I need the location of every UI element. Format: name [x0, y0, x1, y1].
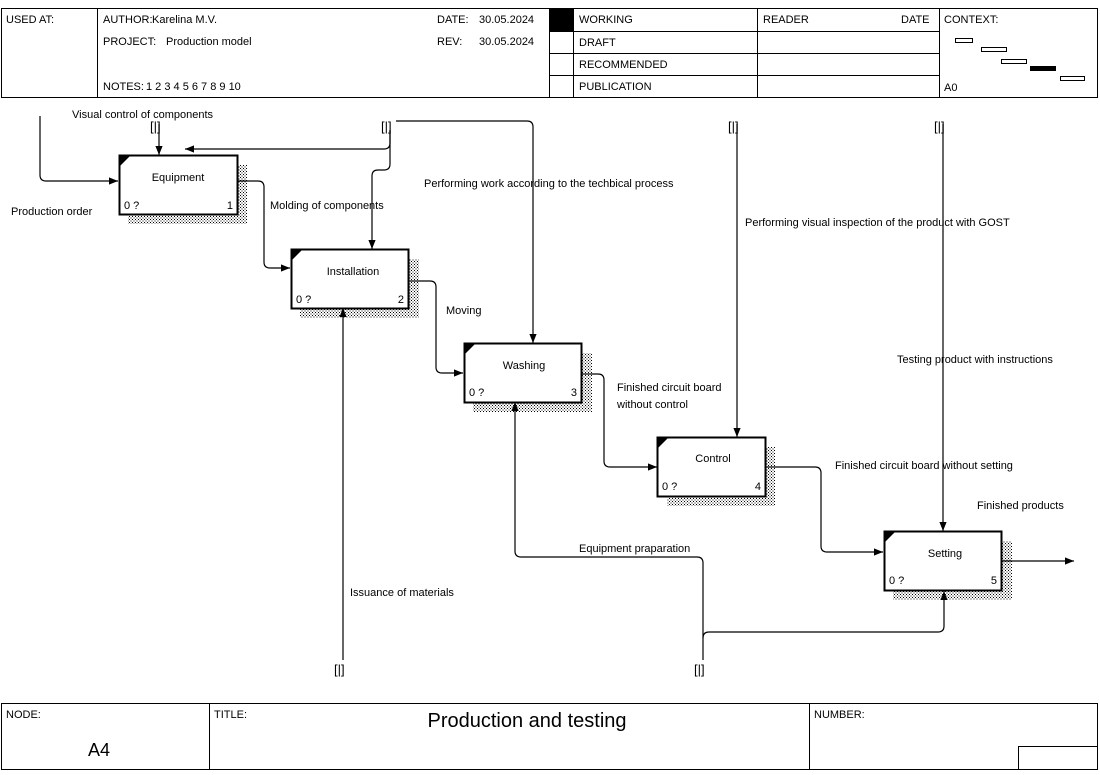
- activity-box-5[interactable]: Setting 0 ? 5: [883, 530, 1003, 592]
- arrow-equipment-preparation: [511, 402, 704, 660]
- tunnel-issuance: [|]: [334, 662, 345, 677]
- notes-label: NOTES:: [103, 81, 144, 93]
- box-4-name: Control: [695, 453, 730, 465]
- label-finished-no-control-line2: without control: [616, 399, 688, 411]
- status-publication: PUBLICATION: [579, 81, 652, 93]
- rev-label: REV:: [437, 36, 462, 48]
- box-2-number: 2: [398, 294, 404, 306]
- box-1-cost: 0 ?: [124, 200, 139, 212]
- reader-label: READER: [763, 14, 809, 26]
- label-equipment-preparation: Equipment praparation: [579, 543, 690, 555]
- activity-box-1[interactable]: Equipment 0 ? 1: [118, 154, 239, 216]
- box-4-cost: 0 ?: [662, 481, 677, 493]
- label-testing-instructions: Testing product with instructions: [897, 354, 1053, 366]
- tunnel-markers: [|] [|] [|] [|] [|] [|]: [150, 119, 945, 677]
- date-label: DATE:: [437, 14, 469, 26]
- box-5-name: Setting: [928, 548, 962, 560]
- box-2-name: Installation: [327, 266, 380, 278]
- box-2-cost: 0 ?: [296, 294, 311, 306]
- activity-box-4[interactable]: Control 0 ? 4: [656, 436, 767, 498]
- author-value: Karelina M.V.: [152, 14, 217, 26]
- box-1-number: 1: [227, 200, 233, 212]
- box-5-number: 5: [991, 575, 997, 587]
- project-label: PROJECT:: [103, 36, 156, 48]
- node-label: NODE:: [6, 709, 41, 721]
- box-3-number: 3: [571, 387, 577, 399]
- box-5-cost: 0 ?: [889, 575, 904, 587]
- label-visual-control: Visual control of components: [72, 109, 214, 121]
- tunnel-visual-control: [|]: [150, 119, 161, 134]
- header-frame: [1, 8, 1098, 98]
- activity-box-2[interactable]: Installation 0 ? 2: [290, 248, 410, 310]
- box-4-number: 4: [755, 481, 761, 493]
- box-3-cost: 0 ?: [469, 387, 484, 399]
- arrow-performing-work: [396, 120, 537, 343]
- status-draft: DRAFT: [579, 37, 616, 49]
- label-finished-no-control-line1: Finished circuit board: [617, 382, 722, 394]
- label-visual-inspection: Performing visual inspection of the prod…: [745, 217, 1010, 229]
- label-production-order: Production order: [11, 206, 93, 218]
- tunnel-visual-inspection: [|]: [728, 119, 739, 134]
- tunnel-testing: [|]: [934, 119, 945, 134]
- tunnel-control-1: [|]: [381, 119, 392, 134]
- status-working: WORKING: [579, 14, 633, 26]
- arrow-molding: [237, 180, 290, 272]
- label-issuance-materials: Issuance of materials: [350, 587, 454, 599]
- context-label: CONTEXT:: [944, 14, 998, 26]
- arrow-moving: [408, 280, 463, 377]
- arrow-finished-no-control: [581, 373, 657, 471]
- date-value: 30.05.2024: [479, 14, 534, 26]
- rev-value: 30.05.2024: [479, 36, 534, 48]
- context-node: A0: [944, 82, 957, 94]
- node-value: A4: [88, 740, 110, 760]
- label-finished-products: Finished products: [977, 500, 1064, 512]
- box-3-name: Washing: [503, 360, 545, 372]
- status-recommended: RECOMMENDED: [579, 59, 668, 71]
- arrow-equipment-preparation-branch: [702, 591, 948, 639]
- working-status-marker: [550, 9, 573, 31]
- arrow-finished-no-setting: [765, 466, 883, 556]
- used-at-label: USED AT:: [6, 14, 54, 26]
- notes-numbers: 1 2 3 4 5 6 7 8 9 10: [146, 81, 241, 93]
- label-moving: Moving: [446, 305, 481, 317]
- context-mini-map: [955, 38, 1085, 81]
- author-label: AUTHOR:: [103, 14, 153, 26]
- label-finished-no-setting: Finished circuit board without setting: [835, 460, 1013, 472]
- number-label: NUMBER:: [814, 709, 865, 721]
- label-performing-work: Performing work according to the techbic…: [424, 178, 674, 190]
- arrow-labels: Visual control of components Production …: [11, 109, 1064, 599]
- footer-frame: [1, 703, 1098, 770]
- activity-box-3[interactable]: Washing 0 ? 3: [463, 342, 583, 404]
- reader-date-label: DATE: [901, 14, 930, 26]
- arrow-control-branch-2: [368, 130, 391, 249]
- project-value: Production model: [166, 36, 252, 48]
- arrow-production-order: [39, 116, 118, 185]
- tunnel-equipment-prep: [|]: [694, 662, 705, 677]
- diagram-title: Production and testing: [427, 710, 626, 732]
- label-molding: Molding of components: [270, 200, 384, 212]
- arrow-control-branch-1: [185, 130, 391, 153]
- box-1-name: Equipment: [152, 172, 205, 184]
- arrows: [39, 116, 1074, 660]
- title-label: TITLE:: [214, 709, 247, 721]
